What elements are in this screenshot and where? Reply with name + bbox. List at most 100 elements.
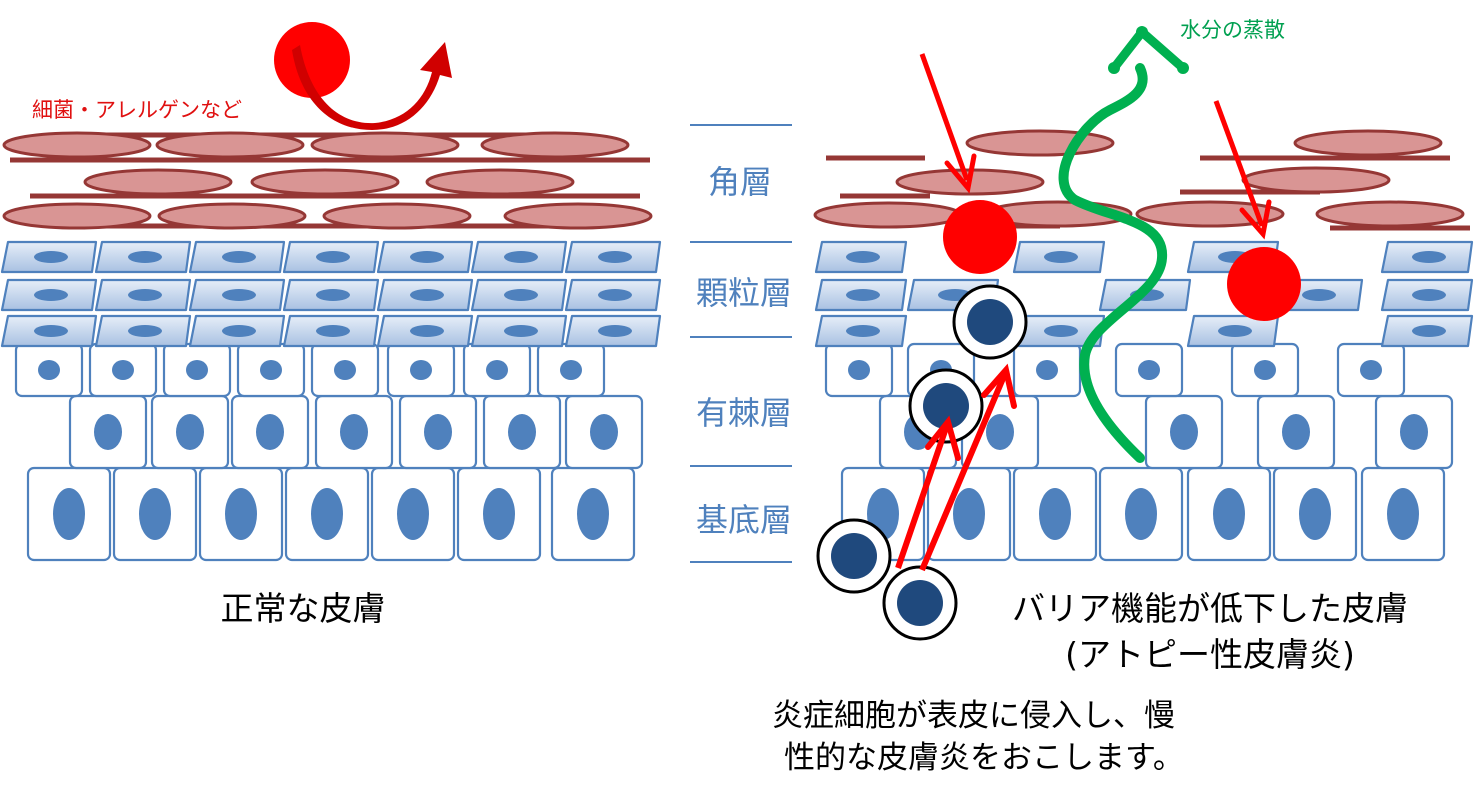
cell-nucleus [53,488,85,540]
cell-nucleus [846,289,880,301]
cell-nucleus [128,251,162,263]
granular-cell [188,278,286,312]
cell-nucleus [222,325,256,337]
penetrating-allergens [919,53,1301,321]
immune-cell [882,565,958,641]
corneocyte [1315,200,1465,228]
skin-cell [370,466,456,562]
cell-nucleus [1218,325,1252,337]
damaged-skin: 水分の蒸散 [813,18,1474,641]
cell-nucleus [410,325,444,337]
deflected-allergen [274,22,452,130]
cell-nucleus [1039,488,1071,540]
cell-nucleus [222,289,256,301]
cell-nucleus [598,251,632,263]
cell-nucleus [953,488,985,540]
cell-nucleus [577,488,609,540]
invasion-arrow [919,374,1007,572]
cell-nucleus [128,325,162,337]
water-evaporation [1058,26,1189,463]
granular-cell [1380,314,1474,348]
skin-cell [824,342,894,398]
corneocyte [155,131,305,159]
granular-cell [376,314,474,348]
skin-cell [1360,466,1446,562]
cell-nucleus [1400,414,1428,450]
layer-label-spinous: 有棘層 [696,394,792,432]
granular-cell [94,240,192,274]
cell-nucleus [1360,360,1382,380]
cell-nucleus [1412,325,1446,337]
skin-cell [398,394,478,470]
granular-cell [1186,314,1280,348]
skin-cell [88,342,158,398]
granular-cell [1380,278,1474,312]
skin-cell [1230,342,1300,398]
corneocyte [425,168,575,196]
cell-nucleus [1412,251,1446,263]
normal-horny-layer [2,131,653,230]
cell-nucleus [410,251,444,263]
immune-cell [908,368,984,444]
water-arrow-dot [1177,62,1189,74]
skin-cell [150,394,230,470]
cell-nucleus [1282,414,1310,450]
deflection-arrow [292,42,452,130]
cell-nucleus [176,414,204,450]
inflammation-note-line1: 炎症細胞が表皮に侵入し、慢 [772,698,1175,734]
corneocyte [250,168,400,196]
skin-cell [14,342,84,398]
cell-nucleus [34,289,68,301]
allergen-particle [274,22,350,98]
cell-nucleus [260,360,282,380]
allergen-particle [943,200,1017,274]
granular-cell [94,314,192,348]
cell-nucleus [598,325,632,337]
granular-cell [188,314,286,348]
cell-nucleus [222,251,256,263]
granular-cell [188,240,286,274]
granular-cell [814,314,908,348]
granular-cell [376,240,474,274]
cell-nucleus [94,414,122,450]
cell-nucleus [504,325,538,337]
skin-cell [26,466,112,562]
skin-cell [1012,342,1082,398]
cell-nucleus [128,289,162,301]
cell-nucleus [846,325,880,337]
cell-nucleus [1044,251,1078,263]
cell-nucleus [483,488,515,540]
skin-cell [230,394,310,470]
corneocyte [1135,200,1285,228]
cell-nucleus [848,360,870,380]
granular-cell [282,240,380,274]
granular-cell [1380,240,1474,274]
skin-cell [1186,466,1272,562]
cell-nucleus [225,488,257,540]
skin-cell [314,394,394,470]
water-arrow-dot [1108,62,1120,74]
cell-nucleus [34,325,68,337]
cell-nucleus [34,251,68,263]
granular-cell [0,240,98,274]
cell-nucleus [598,289,632,301]
normal-skin-caption: 正常な皮膚 [221,589,386,628]
corneocyte [1293,129,1443,157]
skin-cell [1256,394,1336,470]
corneocyte [1241,166,1391,194]
granular-cell [470,240,568,274]
cell-nucleus [1036,360,1058,380]
water-arrow-head [1109,27,1188,73]
cell-nucleus [1213,488,1245,540]
cell-nucleus [311,488,343,540]
cell-nucleus [410,289,444,301]
skin-cell [1374,394,1454,470]
allergen-label: 細菌・アレルゲンなど [32,98,242,122]
granular-cell [564,314,662,348]
layer-label-horny: 角層 [708,163,772,201]
cell-nucleus [1254,360,1276,380]
cell-nucleus [1125,488,1157,540]
cell-nucleus [508,414,536,450]
